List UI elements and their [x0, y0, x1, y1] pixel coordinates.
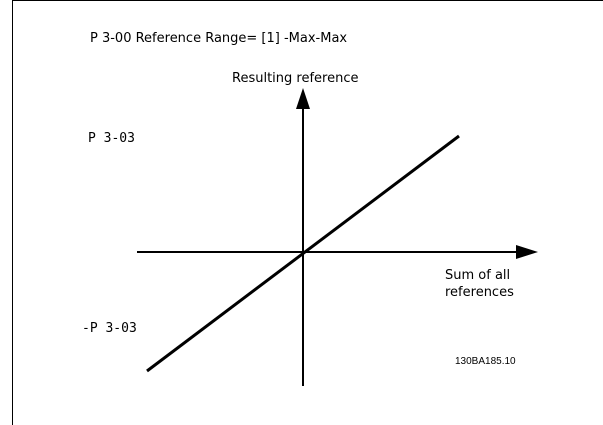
y-axis-label: Resulting reference [232, 71, 359, 86]
y-axis [296, 88, 310, 386]
frame-left-border [12, 0, 13, 425]
frame-top-border [12, 0, 603, 1]
upper-reference-label: P 3-03 [88, 131, 135, 146]
x-axis-arrowhead [516, 245, 538, 259]
x-axis-label-line1: Sum of all [445, 268, 511, 283]
x-axis-label-line2: references [445, 285, 514, 300]
diagram-title: P 3-00 Reference Range= [1] -Max-Max [90, 31, 348, 46]
x-axis [137, 245, 538, 259]
x-axis-label: Sum of all references [445, 267, 514, 301]
figure-code: 130BA185.10 [455, 356, 516, 367]
y-axis-arrowhead [296, 88, 310, 109]
reference-line [146, 134, 460, 373]
lower-reference-label: -P 3-03 [82, 321, 137, 336]
